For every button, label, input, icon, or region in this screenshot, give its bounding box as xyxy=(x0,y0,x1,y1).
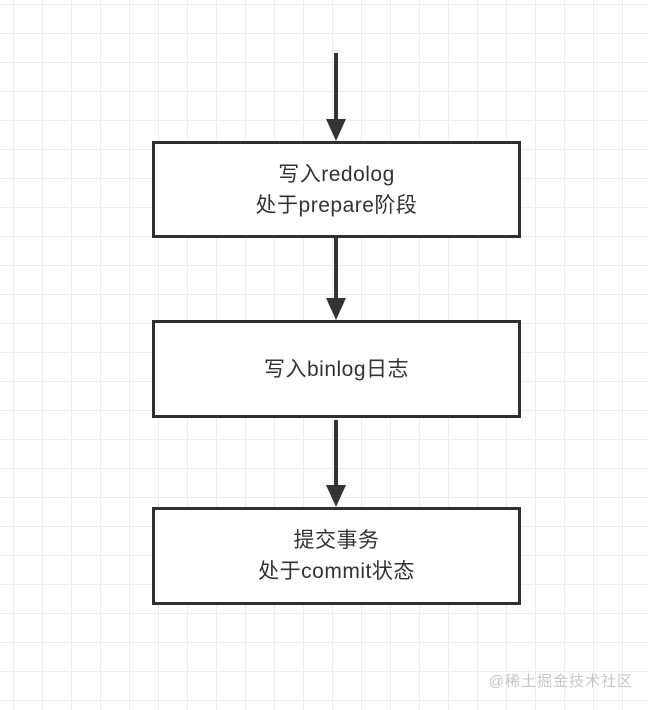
flow-node-commit: 提交事务 处于commit状态 xyxy=(152,507,521,605)
node-text-line: 处于commit状态 xyxy=(258,560,415,583)
flow-node-redolog-prepare: 写入redolog 处于prepare阶段 xyxy=(152,141,521,238)
arrow-head-icon xyxy=(326,298,346,320)
arrow-line xyxy=(334,238,338,298)
node-text-line: 写入redolog xyxy=(278,162,395,186)
node-text-line: 提交事务 xyxy=(293,529,380,552)
node-text-line: 处于prepare阶段 xyxy=(255,193,418,217)
arrow-head-icon xyxy=(326,485,346,507)
arrow-line xyxy=(334,420,338,485)
node-text-line: 写入binlog日志 xyxy=(263,357,410,381)
watermark-text: @稀土掘金技术社区 xyxy=(488,673,633,690)
arrow-head-icon xyxy=(326,119,346,141)
arrow-line xyxy=(334,53,338,119)
down-arrow-1 xyxy=(326,53,346,141)
flow-node-binlog: 写入binlog日志 xyxy=(152,320,521,418)
down-arrow-2 xyxy=(326,238,346,320)
down-arrow-3 xyxy=(326,420,346,507)
